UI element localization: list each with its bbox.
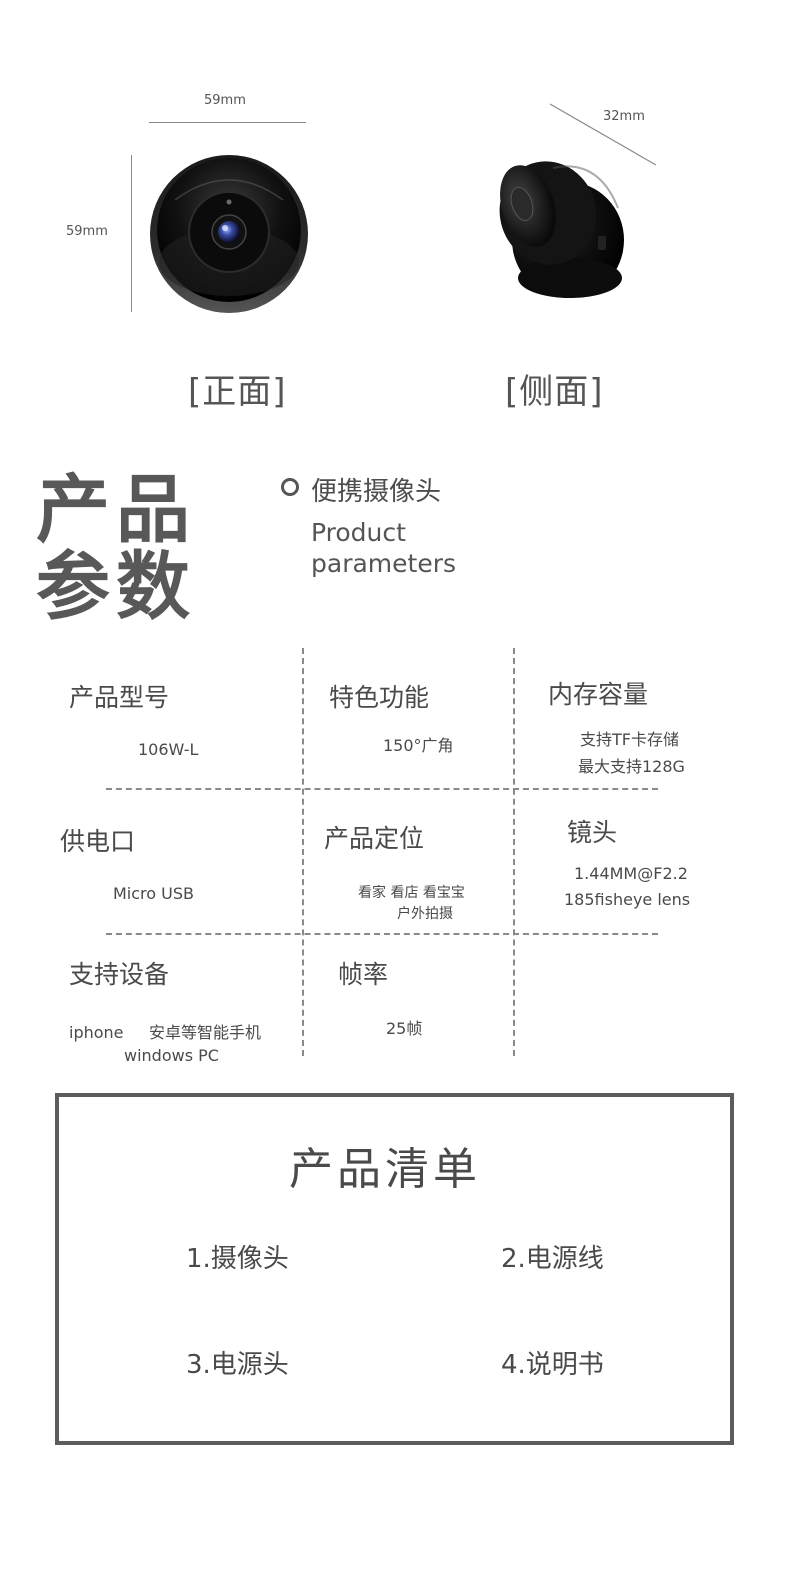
side-depth-label: 32mm	[603, 109, 645, 124]
grid-divider-horizontal-1	[106, 788, 658, 790]
package-item-1: 1.摄像头	[186, 1244, 289, 1274]
side-depth-line	[549, 103, 657, 166]
spec-storage-value-line-2: 最大支持128G	[578, 757, 685, 776]
camera-front-image	[150, 155, 308, 313]
subtitle-english-line-1: Product	[311, 518, 406, 547]
spec-positioning-value-line-1: 看家 看店 看宝宝	[358, 885, 465, 901]
spec-framerate-label: 帧率	[338, 960, 389, 989]
spec-lens-value-line-1: 1.44MM@F2.2	[574, 864, 688, 883]
subtitle-chinese: 便携摄像头	[311, 477, 442, 507]
spec-storage-label: 内存容量	[548, 680, 649, 709]
spec-positioning-value-line-2: 户外拍摄	[397, 906, 453, 922]
title-line-1: 产品	[36, 467, 196, 553]
spec-power-label: 供电口	[60, 827, 136, 856]
front-width-label: 59mm	[204, 93, 246, 108]
front-height-label: 59mm	[66, 224, 108, 239]
package-list-title: 产品清单	[289, 1144, 481, 1195]
spec-devices-value-line-2: windows PC	[124, 1046, 219, 1065]
spec-devices-value-line-1: iphone 安卓等智能手机	[69, 1023, 261, 1042]
spec-feature-label: 特色功能	[329, 683, 430, 712]
grid-divider-vertical-2	[513, 648, 515, 1056]
spec-framerate-value: 25帧	[386, 1019, 423, 1038]
package-item-3: 3.电源头	[186, 1350, 289, 1380]
package-item-2: 2.电源线	[501, 1244, 604, 1274]
spec-lens-label: 镜头	[567, 818, 618, 847]
spec-storage-value-line-1: 支持TF卡存储	[580, 730, 679, 749]
spec-model-label: 产品型号	[69, 683, 170, 712]
side-view-caption: [侧面]	[505, 372, 604, 412]
bullet-ring-icon	[281, 478, 299, 496]
spec-power-value: Micro USB	[113, 884, 194, 903]
camera-side-image	[499, 161, 624, 298]
package-item-4: 4.说明书	[501, 1350, 604, 1380]
front-view-caption: [正面]	[188, 372, 287, 412]
spec-devices-label: 支持设备	[69, 960, 170, 989]
subtitle-english-line-2: parameters	[311, 549, 457, 578]
spec-model-value: 106W-L	[138, 740, 199, 759]
front-height-line	[131, 155, 132, 312]
spec-feature-value: 150°广角	[383, 736, 454, 755]
title-line-2: 参数	[36, 544, 196, 630]
grid-divider-horizontal-2	[106, 933, 658, 935]
spec-lens-value-line-2: 185fisheye lens	[564, 890, 691, 909]
spec-positioning-label: 产品定位	[324, 824, 425, 853]
package-list-box	[55, 1093, 734, 1445]
front-width-line	[149, 122, 306, 123]
grid-divider-vertical-1	[302, 648, 304, 1056]
